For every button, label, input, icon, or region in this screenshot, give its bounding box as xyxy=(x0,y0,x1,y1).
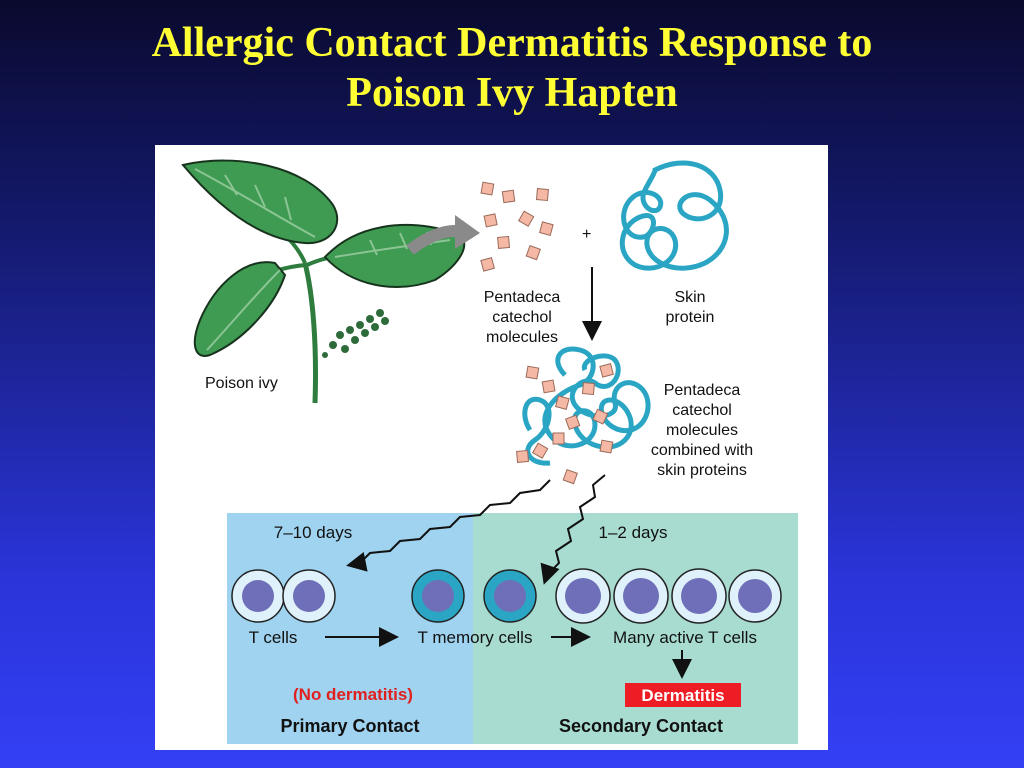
catechol-molecules xyxy=(480,181,554,272)
grey-arrow-head xyxy=(455,215,480,249)
active-t-cells-label: Many active T cells xyxy=(613,628,757,647)
skin-protein-coil xyxy=(619,160,729,271)
primary-days-label: 7–10 days xyxy=(274,523,352,542)
dermatitis-label: Dermatitis xyxy=(641,686,724,705)
active-t-cells xyxy=(555,568,782,624)
skin-protein-label-1: Skin xyxy=(674,289,705,306)
primary-contact-panel xyxy=(227,513,473,744)
combined-label-1: Pentadeca xyxy=(664,382,741,399)
slide-title: Allergic Contact Dermatitis Response to … xyxy=(0,18,1024,118)
zigzag-arrow-primary xyxy=(346,479,551,572)
poison-ivy-illustration xyxy=(181,159,466,404)
diagram-svg: Poison ivy + Pentadeca catechol molecule… xyxy=(181,159,798,744)
secondary-contact-title: Secondary Contact xyxy=(559,716,723,736)
t-cells-label: T cells xyxy=(249,628,298,647)
slide-title-line-2: Poison Ivy Hapten xyxy=(346,70,678,116)
t-cells xyxy=(231,569,336,623)
molecules-label-3: molecules xyxy=(486,329,558,346)
t-memory-cells xyxy=(411,569,537,623)
combined-label-4: combined with xyxy=(651,442,753,459)
zigzag-arrow-secondary xyxy=(540,474,606,585)
t-memory-cells-label: T memory cells xyxy=(418,628,533,647)
primary-contact-title: Primary Contact xyxy=(280,716,419,736)
diagram-panel: Poison ivy + Pentadeca catechol molecule… xyxy=(155,145,828,750)
secondary-days-label: 1–2 days xyxy=(599,523,668,542)
combined-complex xyxy=(516,346,651,485)
skin-protein-label-2: protein xyxy=(666,309,715,326)
combined-label-2: catechol xyxy=(672,402,732,419)
molecules-label-1: Pentadeca xyxy=(484,289,561,306)
poison-ivy-label: Poison ivy xyxy=(205,375,278,392)
combined-label-5: skin proteins xyxy=(657,462,747,479)
dermatitis-badge xyxy=(625,683,741,707)
molecules-label-2: catechol xyxy=(492,309,552,326)
plus-sign: + xyxy=(582,226,591,243)
combined-label-3: molecules xyxy=(666,422,738,439)
no-dermatitis-label: (No dermatitis) xyxy=(293,685,413,704)
slide-title-line-1: Allergic Contact Dermatitis Response to xyxy=(151,20,873,66)
